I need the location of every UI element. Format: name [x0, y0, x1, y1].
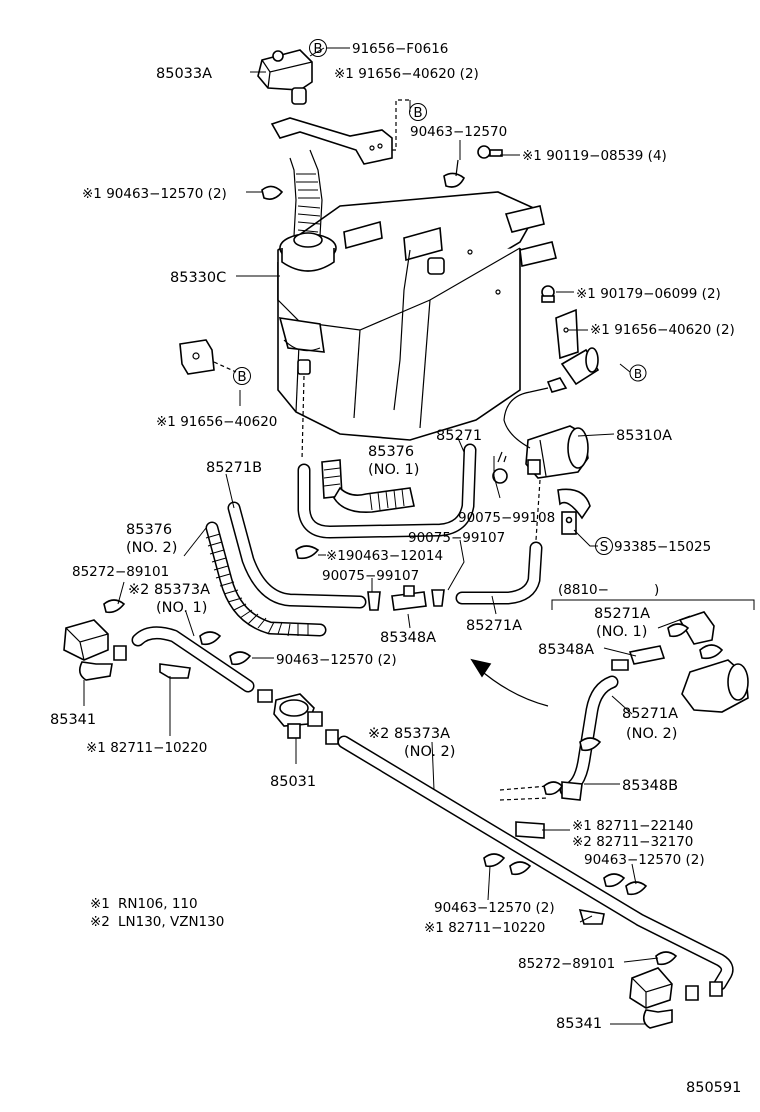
- grommet-90179-06099: [541, 285, 555, 303]
- washer-pump-85310A: [503, 308, 600, 479]
- label-82711-32170: ※2 82711−32170: [572, 834, 693, 850]
- bracket-left: [179, 339, 237, 375]
- label-85373A-no1-qual: (NO. 1): [156, 600, 207, 616]
- label-85271B: 85271B: [206, 460, 262, 476]
- label-85341-right: 85341: [556, 1016, 602, 1032]
- label-85271A-no1-qual: (NO. 1): [596, 624, 647, 640]
- label-85376-no1-part: 85376: [368, 444, 414, 460]
- connector-85348A: [367, 585, 445, 611]
- note-2-text: LN130, VZN130: [118, 914, 224, 930]
- check-valve-85031: [273, 693, 339, 745]
- circled-b-left: B: [233, 367, 251, 385]
- circled-b-top-text: B: [313, 41, 322, 57]
- circled-b-mid: B: [409, 103, 427, 121]
- label-85376-no2-part: 85376: [126, 522, 172, 538]
- nozzle-85341-right: [629, 951, 723, 1029]
- label-91656-40620-2: ※1 91656−40620 (2): [334, 66, 479, 82]
- label-90463-12570-2-left: ※1 90463−12570 (2): [82, 186, 227, 202]
- label-85373A-no2-qual: (NO. 2): [404, 744, 455, 760]
- washer-tank-85330C: [277, 149, 557, 441]
- label-85376-no2-qual: (NO. 2): [126, 540, 177, 556]
- label-90463-12570: 90463−12570: [410, 124, 507, 140]
- label-82711-10220-b: ※1 82711−10220: [424, 920, 545, 936]
- label-85341-left: 85341: [50, 712, 96, 728]
- circled-b-mid-text: B: [413, 105, 422, 121]
- label-8810-close: ): [654, 582, 659, 598]
- label-90179-06099: ※1 90179−06099 (2): [576, 286, 721, 302]
- bracket-upper: [270, 99, 410, 165]
- label-85348A-left: 85348A: [380, 630, 436, 646]
- inset-pump: [667, 611, 749, 713]
- clips-near-check-valve: [295, 451, 508, 560]
- hose-85373A-no2: [337, 735, 734, 991]
- label-90463-12570-2-mid: 90463−12570 (2): [276, 652, 397, 668]
- leader-lines: [83, 47, 691, 1025]
- label-90463-12570-2-bottom: 90463−12570 (2): [434, 900, 555, 916]
- label-85272-89101-a: 85272−89101: [72, 564, 169, 580]
- hose-85271B: [227, 501, 367, 609]
- hose-85376-no1: [297, 375, 477, 539]
- hose-85376-no2: [205, 521, 327, 637]
- label-85373A-no1-part: ※2 85373A: [128, 582, 210, 598]
- note-1-text: RN106, 110: [118, 896, 198, 912]
- hose-85373A-no1: [131, 626, 273, 703]
- label-8810-open: (8810−: [558, 582, 609, 598]
- clip-90463-12570-left: [261, 185, 284, 200]
- label-90075-99107-a: 90075−99107: [408, 530, 505, 546]
- label-85348A-right: 85348A: [538, 642, 594, 658]
- label-85272-89101-b: 85272−89101: [518, 956, 615, 972]
- hose-85271A-short: [455, 479, 543, 605]
- label-91656-40620-2-right: ※1 91656−40620 (2): [590, 322, 735, 338]
- label-85376-no1-qual: (NO. 1): [368, 462, 419, 478]
- note-1-mark: ※1: [90, 896, 110, 912]
- inset-bracket: [551, 599, 755, 610]
- label-85271: 85271: [436, 428, 482, 444]
- label-90463-12570-2-right: 90463−12570 (2): [584, 852, 705, 868]
- clip-90463-12570-top: [443, 159, 466, 188]
- inset-hose-85271A-no2: [499, 645, 666, 801]
- part-85033A-drawing: [257, 49, 313, 105]
- label-85033A: 85033A: [156, 66, 212, 82]
- diagram-code: 850591: [686, 1080, 741, 1096]
- label-91656-40620: ※1 91656−40620: [156, 414, 277, 430]
- inset-arrow: [470, 658, 549, 707]
- label-85271A-no2-qual: (NO. 2): [626, 726, 677, 742]
- label-82711-22140: ※1 82711−22140: [572, 818, 693, 834]
- circled-b-right-text: B: [634, 367, 642, 381]
- label-90075-99108: 90075−99108: [458, 510, 555, 526]
- bolt-90119-08539: [477, 145, 503, 159]
- label-90075-99107-b: 90075−99107: [322, 568, 419, 584]
- label-85271A-no2-part: 85271A: [622, 706, 678, 722]
- label-85271A-no1-part: 85271A: [594, 606, 650, 622]
- label-85373A-no2-part: ※2 85373A: [368, 726, 450, 742]
- label-85310A: 85310A: [616, 428, 672, 444]
- circled-s-text: S: [600, 539, 609, 555]
- label-90119-08539: ※1 90119−08539 (4): [522, 148, 667, 164]
- note-2-mark: ※2: [90, 914, 110, 930]
- label-85348B: 85348B: [622, 778, 678, 794]
- circled-s: S: [595, 537, 613, 555]
- label-85031: 85031: [270, 774, 316, 790]
- circled-b-left-text: B: [237, 369, 246, 385]
- label-85271A: 85271A: [466, 618, 522, 634]
- label-85330C: 85330C: [170, 270, 226, 286]
- nozzle-85341-left: [63, 599, 127, 681]
- label-82711-10220-a: ※1 82711−10220: [86, 740, 207, 756]
- clip-93385-15025: [557, 488, 591, 535]
- label-93385-15025: 93385−15025: [614, 539, 711, 555]
- circled-b-top: B: [309, 39, 327, 57]
- label-91656-F0616: 91656−F0616: [352, 41, 448, 57]
- label-90463-12014: ※190463−12014: [326, 548, 443, 564]
- circled-b-right: B: [629, 364, 647, 382]
